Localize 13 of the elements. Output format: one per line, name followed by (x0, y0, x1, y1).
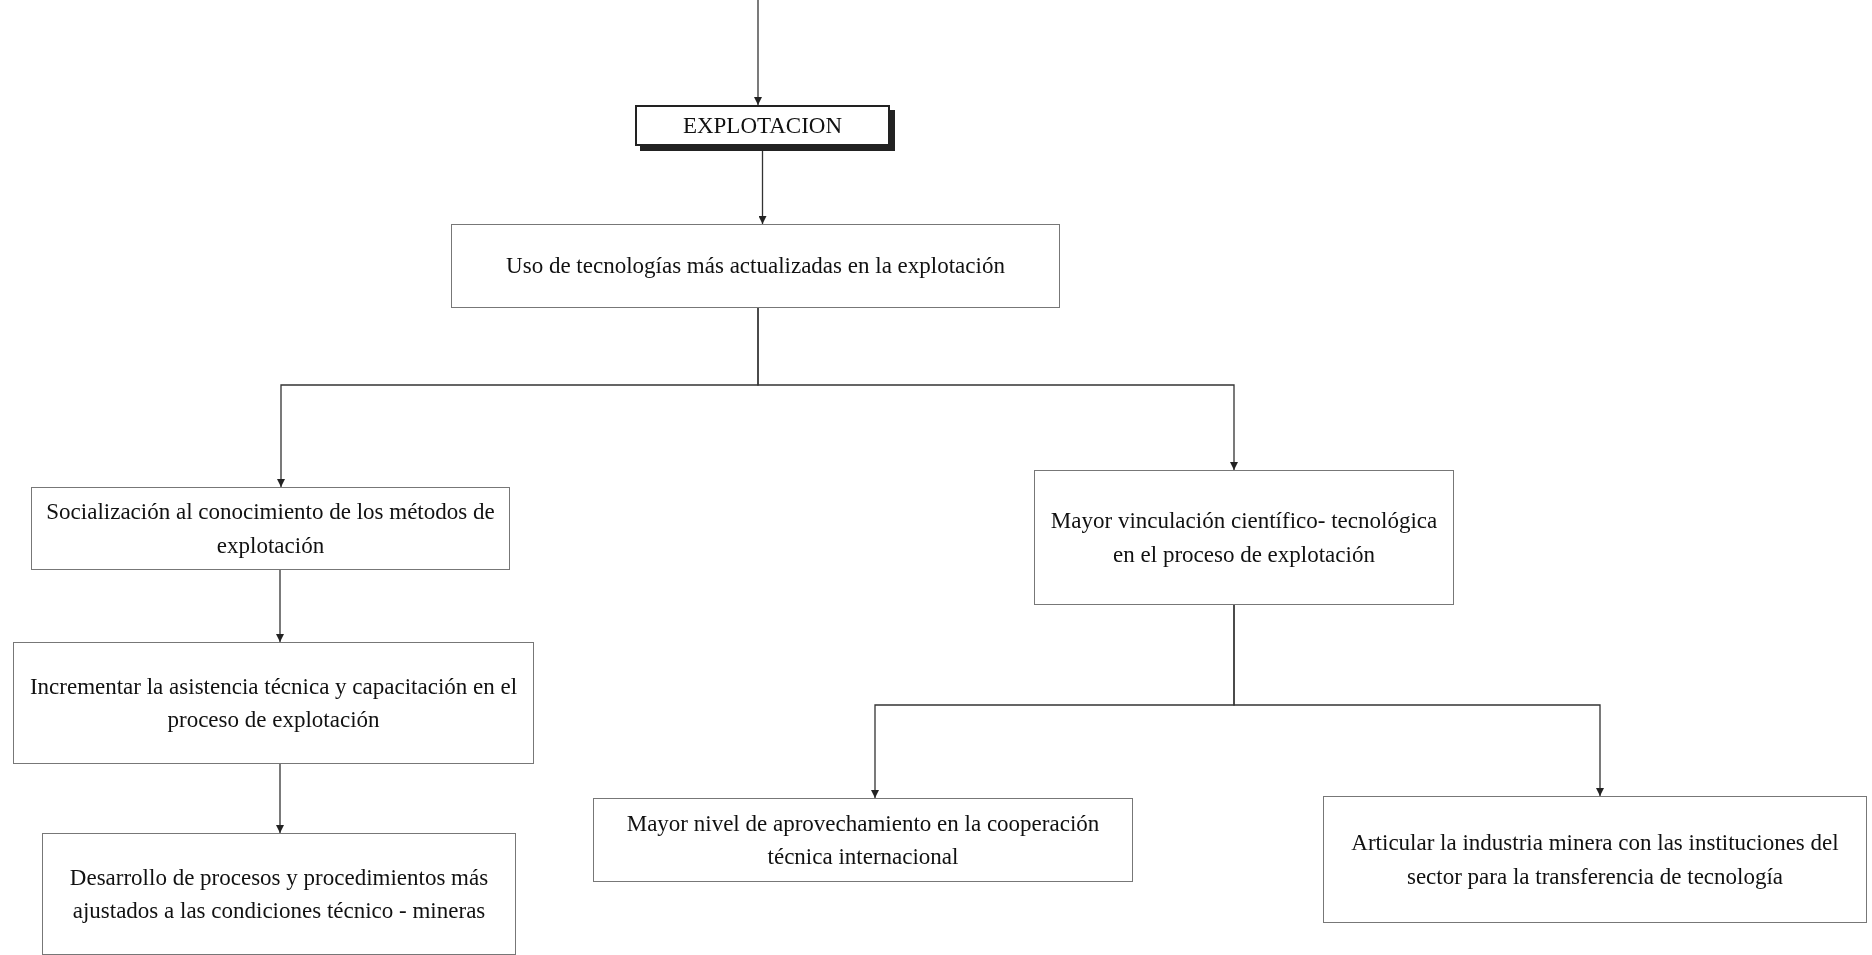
process-box: Socialización al conocimiento de los métodos de explotación (31, 487, 510, 570)
arrow (754, 0, 762, 106)
process-box: Mayor vinculación científico- tecnológica en el proceso de explotación (1034, 470, 1454, 605)
process-box: Uso de tecnologías más actualizadas en la explotación (451, 224, 1060, 308)
process-box: Desarrollo de procesos y procedimientos más ajustados a las condiciones técnico - mineras (42, 833, 516, 955)
process-box: Articular la industria minera con las instituciones del sector para la transferencia de tecnología (1323, 796, 1867, 923)
arrow (276, 763, 284, 834)
arrow (758, 150, 767, 225)
arrow (1233, 604, 1604, 797)
arrow (757, 307, 1238, 471)
process-box: Incrementar la asistencia técnica y capacitación en el proceso de explotación (13, 642, 534, 764)
arrow (276, 569, 284, 643)
process-box: Mayor nivel de aprovechamiento en la cooperación técnica internacional (593, 798, 1133, 882)
